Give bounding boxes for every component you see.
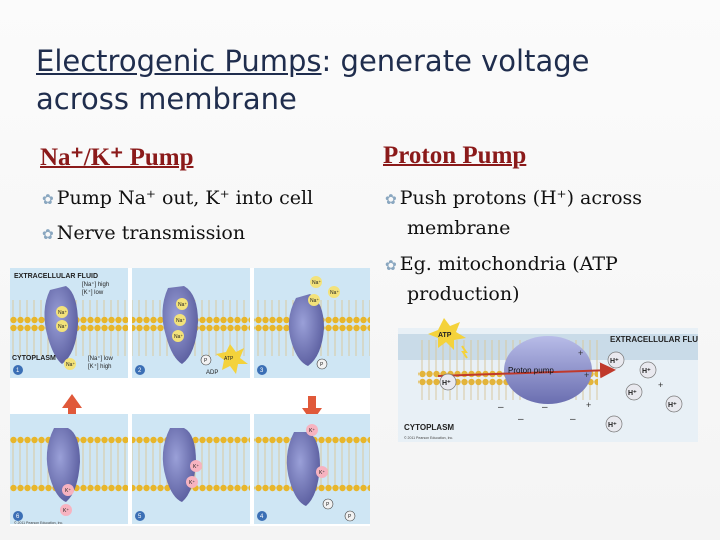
- step-number: 1: [16, 368, 20, 374]
- na-ion: Na⁺: [66, 362, 75, 368]
- minus-sign: –: [570, 414, 576, 425]
- slide-title: Electrogenic Pumps: generate voltage acr…: [36, 42, 676, 118]
- atp-label: ATP: [438, 332, 452, 339]
- step-number: 4: [260, 514, 264, 520]
- k-high-label: [K⁺] high: [88, 363, 112, 370]
- proton-bullet-2-text: Eg. mitochondria (ATP production): [399, 253, 618, 305]
- copyright: © 2011 Pearson Education, Inc.: [14, 521, 63, 525]
- nak-panel-2: Na⁺ Na⁺ Na⁺ P ATP ADP 2: [132, 268, 250, 378]
- h-ion: H⁺: [642, 368, 651, 375]
- plus-sign: +: [578, 348, 583, 358]
- plus-sign: +: [584, 370, 589, 380]
- na-ion: Na⁺: [178, 302, 187, 308]
- bullet-icon: ✿: [385, 258, 397, 274]
- na-high-label: [Na⁺] high: [82, 281, 109, 288]
- nak-pump-heading: Na⁺/K⁺ Pump: [40, 144, 194, 171]
- minus-sign: –: [542, 402, 548, 413]
- bullet-icon: ✿: [42, 227, 54, 243]
- charge-signs: + + + + – – – –: [498, 348, 663, 425]
- na-ion: Na⁺: [312, 280, 321, 286]
- plus-sign: +: [586, 400, 591, 410]
- na-ion: Na⁺: [174, 334, 183, 340]
- title-emphasis: Electrogenic Pumps: [36, 44, 322, 78]
- h-ion: H⁺: [442, 380, 451, 387]
- title-rest: : generate voltage across membrane: [36, 44, 590, 116]
- proton-bullet-2: ✿Eg. mitochondria (ATP production): [385, 250, 707, 308]
- phosphate: P: [320, 362, 324, 368]
- h-ion: H⁺: [608, 422, 617, 429]
- proton-ions: H⁺ H⁺ H⁺ H⁺ H⁺ H⁺: [439, 351, 683, 433]
- step-number: 3: [260, 368, 264, 374]
- plus-sign: +: [658, 380, 663, 390]
- phosphate: P: [326, 502, 330, 508]
- phosphate: P: [348, 514, 352, 520]
- na-ion: Na⁺: [330, 290, 339, 296]
- h-ion: H⁺: [610, 358, 619, 365]
- proton-bullet-1-text: Push protons (H⁺) across membrane: [399, 187, 643, 239]
- proton-bullet-1: ✿Push protons (H⁺) across membrane: [385, 184, 707, 242]
- k-ion: K⁺: [193, 464, 199, 470]
- cytoplasm-label: CYTOPLASM: [404, 423, 454, 432]
- extracellular-label: EXTRACELLULAR FLUID: [14, 273, 98, 280]
- proton-pump-figure: ATP EXTRACELLULAR FLUID Proton pump H⁺ H…: [398, 318, 698, 442]
- proton-pump-label: Proton pump: [508, 366, 554, 375]
- na-ion: Na⁺: [176, 318, 185, 324]
- arrow-down-icon: [302, 396, 322, 422]
- nak-bullet-2-text: Nerve transmission: [56, 222, 246, 244]
- h-ion: H⁺: [668, 402, 677, 409]
- atp-burst-icon: ATP: [428, 318, 466, 350]
- nak-bullet-2: ✿Nerve transmission: [42, 219, 362, 249]
- k-ion: K⁺: [63, 508, 69, 514]
- step-number: 2: [138, 368, 142, 374]
- nak-panel-6: K⁺ K⁺ 6 © 2011 Pearson Education, Inc.: [10, 414, 128, 525]
- extracellular-label: EXTRACELLULAR FLUID: [610, 335, 698, 344]
- adp-label: ADP: [206, 370, 218, 376]
- nak-bullet-1: ✿Pump Na⁺ out, K⁺ into cell: [42, 184, 362, 214]
- arrow-up-icon: [62, 394, 82, 420]
- step-number: 5: [138, 514, 142, 520]
- k-ion: K⁺: [189, 480, 195, 486]
- k-ion: K⁺: [65, 488, 71, 494]
- k-ion: K⁺: [309, 428, 315, 434]
- lightning-icon: [461, 345, 468, 359]
- minus-sign: –: [498, 402, 504, 413]
- nak-bullet-1-text: Pump Na⁺ out, K⁺ into cell: [56, 187, 314, 209]
- na-ion: Na⁺: [58, 310, 67, 316]
- atp-label: ATP: [224, 356, 234, 362]
- na-ion: Na⁺: [310, 298, 319, 304]
- nak-panel-5: K⁺ K⁺ 5: [132, 414, 250, 524]
- copyright: © 2011 Pearson Education, Inc.: [404, 436, 453, 440]
- cytoplasm-label: CYTOPLASM: [12, 355, 56, 362]
- phosphate: P: [204, 358, 208, 364]
- nak-panel-4: K⁺ K⁺ P P 4: [254, 414, 370, 524]
- nak-panel-3: Na⁺ Na⁺ Na⁺ P 3: [254, 268, 370, 378]
- proton-pump-heading: Proton Pump: [383, 142, 527, 169]
- minus-sign: –: [518, 414, 524, 425]
- h-ion: H⁺: [628, 390, 637, 397]
- step-number: 6: [16, 514, 20, 520]
- bullet-icon: ✿: [42, 192, 54, 208]
- k-low-label: [K⁺] low: [82, 289, 104, 296]
- na-low-label: [Na⁺] low: [88, 355, 114, 362]
- k-ion: K⁺: [319, 470, 325, 476]
- na-ion: Na⁺: [58, 324, 67, 330]
- nak-panel-1: EXTRACELLULAR FLUID [Na⁺] high [K⁺] low …: [10, 268, 128, 378]
- bullet-icon: ✿: [385, 192, 397, 208]
- nak-pump-figure: EXTRACELLULAR FLUID [Na⁺] high [K⁺] low …: [10, 268, 370, 526]
